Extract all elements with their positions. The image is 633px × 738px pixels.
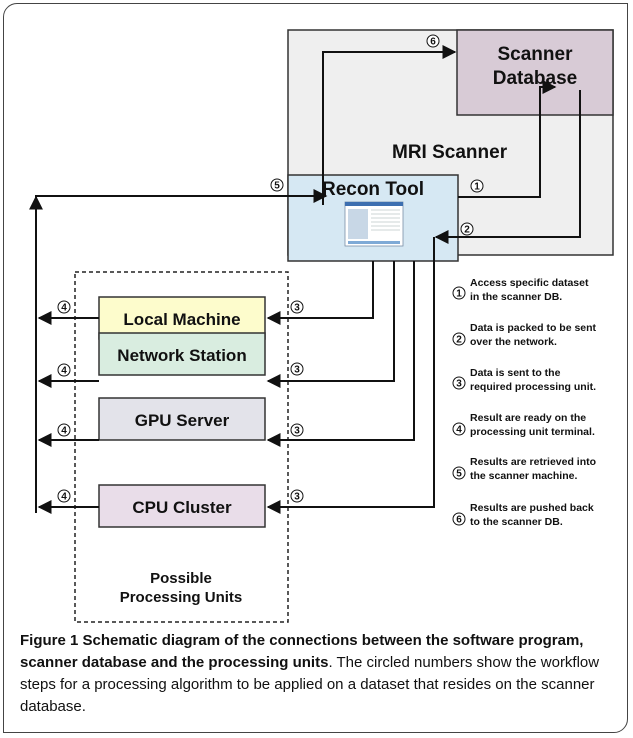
local-machine-label: Local Machine <box>123 310 240 329</box>
arrow-step-3-local <box>266 261 374 325</box>
possible-label-line2: Processing Units <box>120 589 243 606</box>
local-machine-box <box>98 296 266 340</box>
svg-text:3: 3 <box>294 492 300 503</box>
marker-1: 1 <box>470 179 484 193</box>
marker-4-local: 4 <box>57 300 71 314</box>
svg-text:6: 6 <box>456 515 462 526</box>
cpu-cluster-box <box>98 484 266 528</box>
svg-text:Data is packed to be sent: Data is packed to be sent <box>470 322 597 334</box>
legend-item-4: 4 Result are ready on the processing uni… <box>452 412 595 438</box>
svg-text:3: 3 <box>294 426 300 437</box>
svg-text:2: 2 <box>464 225 470 236</box>
network-station-label: Network Station <box>117 346 246 365</box>
svg-text:4: 4 <box>61 426 67 437</box>
svg-text:4: 4 <box>456 425 462 436</box>
marker-4-cpu: 4 <box>57 489 71 503</box>
marker-2: 2 <box>460 222 474 236</box>
caption-title-end: . <box>328 654 333 671</box>
svg-text:4: 4 <box>61 366 67 377</box>
marker-3-cpu: 3 <box>290 489 304 503</box>
svg-text:the scanner machine.: the scanner machine. <box>470 470 577 482</box>
svg-text:4: 4 <box>61 303 67 314</box>
scanner-database-box <box>456 29 614 116</box>
svg-text:5: 5 <box>456 469 462 480</box>
figure-caption: Figure 1 Schematic diagram of the connec… <box>20 630 616 718</box>
marker-6: 6 <box>426 34 440 48</box>
legend-item-2: 2 Data is packed to be sent over the net… <box>452 322 597 348</box>
svg-text:Results are retrieved into: Results are retrieved into <box>470 456 596 468</box>
caption-title: Figure 1 Schematic diagram of the connec… <box>20 632 584 671</box>
svg-text:Result are ready on the: Result are ready on the <box>470 412 586 424</box>
svg-text:3: 3 <box>456 379 462 390</box>
svg-text:4: 4 <box>61 492 67 503</box>
workflow-diagram: MRI Scanner Scanner Database Recon Tool … <box>29 29 614 623</box>
arrow-step-3-network <box>266 261 395 388</box>
svg-text:3: 3 <box>294 365 300 376</box>
gpu-server-label: GPU Server <box>135 411 230 430</box>
scanner-db-label-line1: Scanner <box>498 44 574 65</box>
possible-label-line1: Possible <box>150 570 212 587</box>
svg-text:Results are pushed back: Results are pushed back <box>470 502 594 514</box>
arrow-step-2 <box>434 90 581 244</box>
marker-3-network: 3 <box>290 362 304 376</box>
mri-scanner-label: MRI Scanner <box>392 142 508 163</box>
svg-text:to the scanner DB.: to the scanner DB. <box>470 516 563 528</box>
svg-text:2: 2 <box>456 335 462 346</box>
network-station-box <box>98 332 266 376</box>
legend-item-3: 3 Data is sent to the required processin… <box>452 367 596 393</box>
recon-tool-screenshot <box>344 201 404 247</box>
marker-3-local: 3 <box>290 300 304 314</box>
svg-text:Data is sent to the: Data is sent to the <box>470 367 561 379</box>
svg-text:6: 6 <box>430 37 436 48</box>
marker-3-gpu: 3 <box>290 423 304 437</box>
processing-units-group <box>74 271 289 623</box>
step-markers: 6 5 1 2 3 3 3 3 4 4 4 4 <box>57 34 484 503</box>
svg-text:1: 1 <box>474 182 480 193</box>
svg-text:processing unit terminal.: processing unit terminal. <box>470 426 595 438</box>
recon-tool-label: Recon Tool <box>322 179 424 200</box>
marker-5: 5 <box>270 178 284 192</box>
svg-text:3: 3 <box>294 303 300 314</box>
arrow-step-6 <box>322 45 457 205</box>
legend: 1 Access specific dataset in the scanner… <box>452 277 597 528</box>
arrow-step-3-gpu <box>266 261 415 447</box>
scanner-db-label-line2: Database <box>493 68 578 89</box>
caption-body: The circled numbers show the workflow st… <box>20 654 600 715</box>
legend-item-5: 5 Results are retrieved into the scanner… <box>452 456 596 482</box>
svg-text:1: 1 <box>456 289 462 300</box>
cpu-cluster-label: CPU Cluster <box>132 498 232 517</box>
arrow-step-1 <box>458 80 557 198</box>
legend-item-6: 6 Results are pushed back to the scanner… <box>452 502 594 528</box>
svg-text:5: 5 <box>274 181 280 192</box>
legend-item-1: 1 Access specific dataset in the scanner… <box>452 277 589 303</box>
marker-4-network: 4 <box>57 363 71 377</box>
svg-text:in the scanner DB.: in the scanner DB. <box>470 291 562 303</box>
arrows <box>29 45 581 514</box>
figure-frame <box>3 3 628 733</box>
arrow-step-3-cpu <box>266 237 435 514</box>
svg-text:Access specific dataset: Access specific dataset <box>470 277 589 289</box>
gpu-server-box <box>98 397 266 441</box>
svg-text:over the network.: over the network. <box>470 336 557 348</box>
marker-4-gpu: 4 <box>57 423 71 437</box>
svg-text:required processing unit.: required processing unit. <box>470 381 596 393</box>
